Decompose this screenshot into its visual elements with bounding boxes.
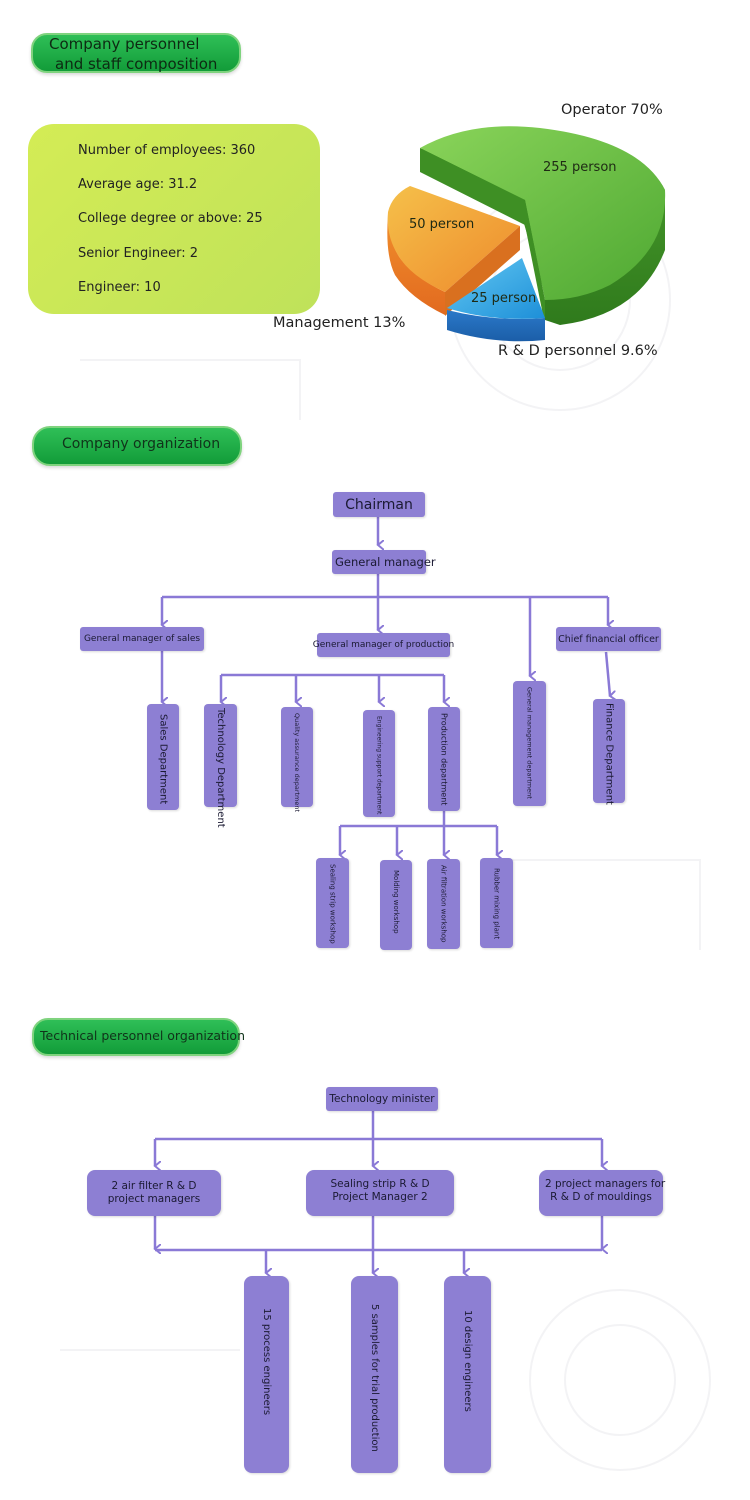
pie-count-rnd: 25 person: [471, 291, 537, 306]
section-title-technical-organization: Technical personnel organization: [32, 1018, 245, 1056]
section-title-line1: Company personnel: [49, 35, 200, 53]
box-general-management: General management department: [513, 681, 546, 806]
air-filter-line1: 2 air filter R & D: [111, 1180, 197, 1192]
label-production-department: Production department: [439, 713, 449, 806]
staff-pie-chart: [387, 126, 666, 342]
tech-connector-lines: [0, 1111, 750, 1490]
pie-count-operator: 255 person: [543, 160, 617, 175]
section-title-text: Company organization: [62, 436, 221, 452]
pie-count-management: 50 person: [409, 217, 475, 232]
label-molding-workshop: Molding workshop: [392, 870, 400, 934]
box-quality-assurance: Quality assurance department: [281, 707, 313, 812]
box-design-engineers: 10 design engineers: [444, 1276, 491, 1473]
box-air-filter-managers: 2 air filter R & D project managers: [87, 1170, 221, 1216]
box-sales-department: Sales Department: [147, 704, 179, 810]
air-filter-line2: project managers: [107, 1193, 201, 1205]
label-design-engineers: 10 design engineers: [462, 1310, 473, 1412]
sealing-line1: Sealing strip R & D: [330, 1178, 430, 1190]
label-finance-department: Finance Department: [603, 703, 615, 805]
pie-slice-management: [387, 186, 520, 316]
pie-label-management: Management 13%: [273, 315, 406, 331]
company-org-chart: Chairman General manager General manager…: [0, 470, 750, 970]
section-title-company-organization: Company organization: [32, 426, 242, 466]
label-air-filtration-workshop: Air filtration workshop: [439, 865, 448, 943]
box-process-engineers: 15 process engineers: [244, 1276, 289, 1473]
label-sealing-strip-workshop: Sealing strip workshop: [328, 864, 337, 944]
box-chairman: Chairman: [333, 492, 425, 517]
box-air-filtration-workshop: Air filtration workshop: [427, 859, 460, 949]
box-technology-department: Technology Department: [204, 704, 237, 828]
label-general-management: General management department: [525, 687, 534, 799]
stat-senior-engineer: Senior Engineer: 2: [78, 246, 198, 261]
staff-stats-panel: Number of employees: 360 Average age: 31…: [28, 124, 320, 314]
label-quality-assurance: Quality assurance department: [293, 713, 301, 813]
box-sealing-strip-manager: Sealing strip R & D Project Manager 2: [306, 1170, 454, 1216]
label-sales-department: Sales Department: [157, 714, 169, 805]
box-gm-sales: General manager of sales: [80, 627, 204, 651]
stat-employees: Number of employees: 360: [78, 143, 256, 158]
stat-college-degree: College degree or above: 25: [78, 211, 263, 226]
sealing-line2: Project Manager 2: [332, 1191, 428, 1203]
mould-line2: R & D of mouldings: [550, 1191, 652, 1203]
section-title-staff-composition: Company personnel and staff composition: [31, 33, 241, 73]
pie-slice-operator: [420, 126, 666, 325]
stat-average-age: Average age: 31.2: [78, 177, 198, 192]
mould-line1: 2 project managers for: [545, 1178, 666, 1190]
pie-label-operator: Operator 70%: [561, 102, 663, 118]
pie-slice-rnd: [447, 258, 545, 342]
stat-engineer: Engineer: 10: [78, 280, 161, 295]
section-title-text: Technical personnel organization: [40, 1028, 245, 1043]
label-engineering-support: Engineering support department: [375, 716, 383, 815]
box-production-department: Production department: [428, 707, 460, 811]
box-general-manager: General manager: [332, 550, 436, 574]
box-mould-managers: 2 project managers for R & D of moulding…: [539, 1170, 666, 1216]
section-title-line2: and staff composition: [55, 55, 218, 73]
box-gm-production: General manager of production: [313, 633, 454, 657]
technical-org-chart: Technology minister 2 air filter R & D p…: [0, 1070, 750, 1490]
box-finance-department: Finance Department: [593, 699, 625, 805]
org-connector-lines: [0, 517, 750, 970]
label-process-engineers: 15 process engineers: [261, 1308, 272, 1416]
label-rubber-mixing-plant: Rubber mixing plant: [492, 868, 501, 940]
box-technology-minister: Technology minister: [326, 1087, 438, 1111]
box-engineering-support: Engineering support department: [363, 710, 395, 817]
pie-label-rnd: R & D personnel 9.6%: [498, 343, 658, 359]
label-technology-department: Technology Department: [215, 708, 226, 828]
box-cfo: Chief financial officer: [556, 627, 661, 651]
box-molding-workshop: Molding workshop: [380, 860, 412, 950]
box-sealing-strip-workshop: Sealing strip workshop: [316, 858, 349, 948]
box-rubber-mixing-plant: Rubber mixing plant: [480, 858, 513, 948]
label-trial-samples: 5 samples for trial production: [369, 1304, 380, 1452]
box-trial-samples: 5 samples for trial production: [351, 1276, 398, 1473]
